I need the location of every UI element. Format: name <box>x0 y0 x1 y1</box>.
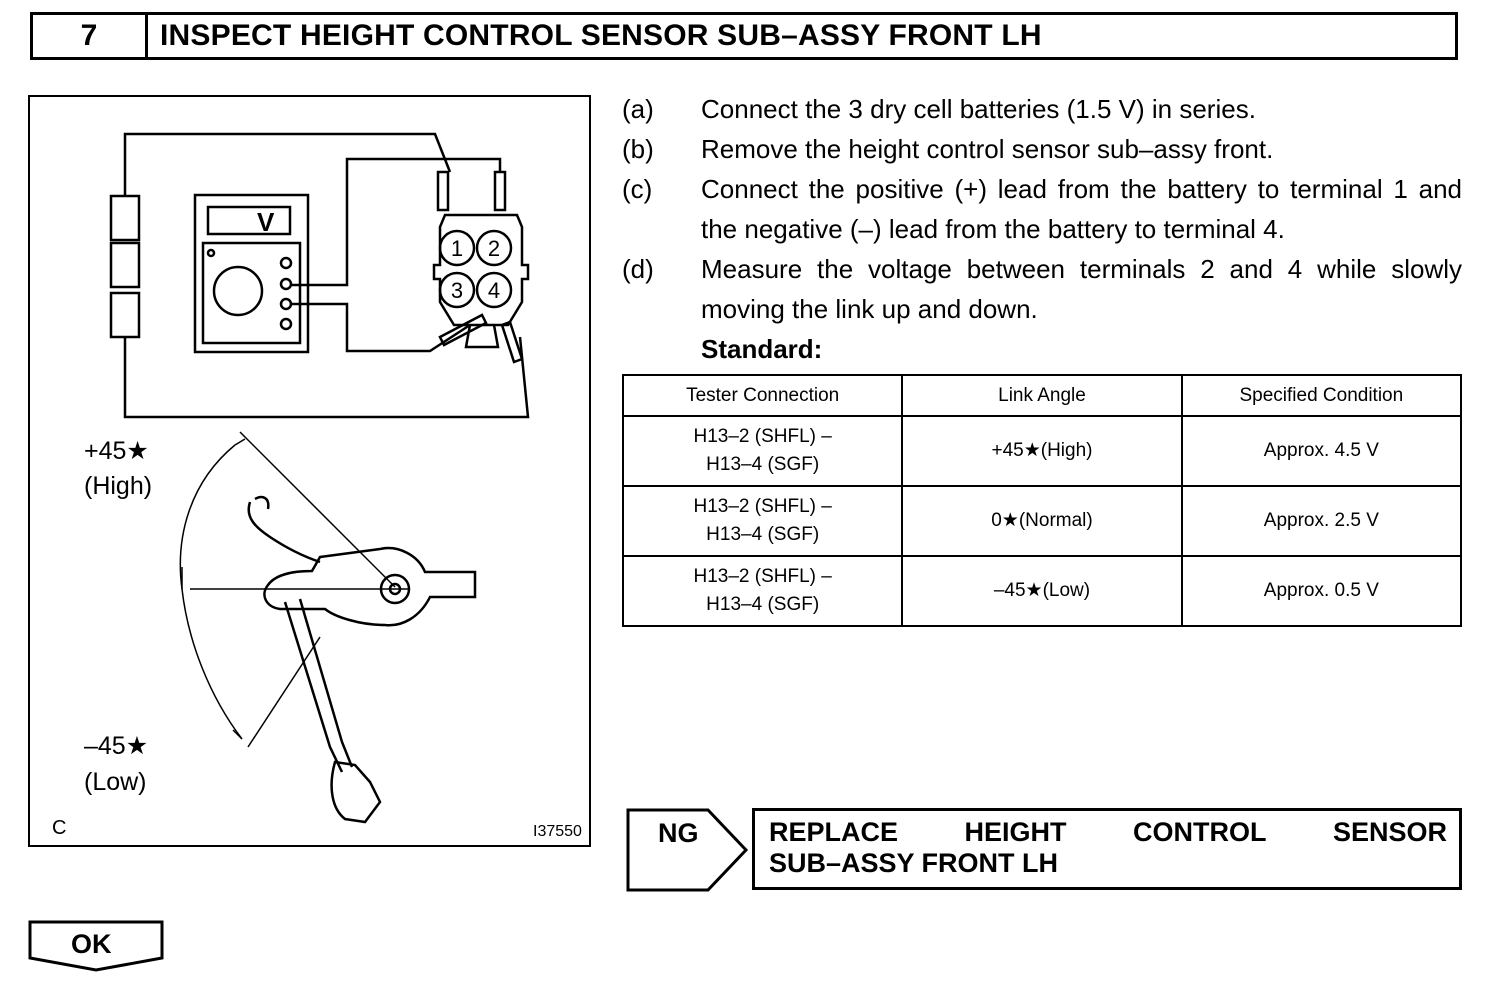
voltmeter-body <box>193 193 310 354</box>
wiring-diagram: V 1 2 3 4 <box>109 132 530 824</box>
tester-connection-cell: H13–2 (SHFL) – H13–4 (SGF) <box>621 555 904 627</box>
connection-line: H13–2 (SHFL) – <box>693 566 832 587</box>
result-word: HEIGHT <box>964 817 1067 847</box>
connection-line: H13–2 (SHFL) – <box>693 426 832 447</box>
voltmeter-dial <box>212 265 264 317</box>
instruction-d: (d) Measure the voltage between terminal… <box>622 249 1462 329</box>
figure-corner-letter: C <box>52 817 67 839</box>
instruction-c: (c) Connect the positive (+) lead from t… <box>622 169 1462 249</box>
link-angle-cell: +45★(High) <box>901 415 1183 487</box>
step-header: 7 INSPECT HEIGHT CONTROL SENSOR SUB–ASSY… <box>30 12 1458 60</box>
sensor-body <box>263 546 477 627</box>
high-angle-label: +45★ <box>84 437 149 465</box>
voltmeter-panel <box>201 241 302 345</box>
result-word: REPLACE <box>769 817 899 847</box>
meter-probe-wire-1 <box>292 157 502 287</box>
link-angle-cell: –45★(Low) <box>901 555 1183 627</box>
tester-connection-cell: H13–2 (SHFL) – H13–4 (SGF) <box>621 485 904 557</box>
low-position-label: (Low) <box>84 768 147 796</box>
angle-arc <box>179 444 243 740</box>
instruction-b: (b) Remove the height control sensor sub… <box>622 129 1462 169</box>
battery-cell-3 <box>109 291 141 339</box>
voltmeter-label: V <box>257 207 275 237</box>
connection-line: H13–4 (SGF) <box>706 524 820 545</box>
table-row: H13–2 (SHFL) – H13–4 (SGF) –45★(Low) App… <box>621 555 1463 627</box>
table-row: H13–2 (SHFL) – H13–4 (SGF) +45★(High) Ap… <box>621 415 1463 487</box>
terminal-1-label: 1 <box>451 236 463 261</box>
connection-line: H13–2 (SHFL) – <box>693 496 832 517</box>
instruction-text: Connect the 3 dry cell batteries (1.5 V)… <box>701 94 1256 124</box>
figure-id: I37550 <box>533 823 582 840</box>
ok-arrow-box <box>28 920 164 972</box>
probe-2 <box>493 170 507 212</box>
link-rod <box>283 598 354 773</box>
instruction-key: (a) <box>622 94 654 124</box>
column-header: Link Angle <box>901 374 1183 417</box>
high-position-label: (High) <box>84 472 153 500</box>
step-number: 7 <box>33 15 148 57</box>
instruction-key: (b) <box>622 134 654 164</box>
result-word: SENSOR <box>1332 817 1447 847</box>
instruction-key: (c) <box>622 174 653 204</box>
instruction-text: Connect the positive (+) lead from the b… <box>701 174 1462 244</box>
instruction-text: Measure the voltage between terminals 2 … <box>701 254 1462 324</box>
sensor-lead <box>330 760 382 824</box>
instruction-list: (a) Connect the 3 dry cell batteries (1.… <box>622 89 1462 369</box>
specified-condition-cell: Approx. 2.5 V <box>1180 485 1463 557</box>
connection-line: H13–4 (SGF) <box>706 594 820 615</box>
specified-condition-cell: Approx. 4.5 V <box>1180 415 1463 487</box>
battery-positive-wire <box>123 132 452 196</box>
ok-label: OK <box>71 929 112 959</box>
ng-result-box: REPLACE HEIGHT CONTROL SENSOR SUB–ASSY F… <box>752 808 1462 890</box>
probe-1 <box>436 170 450 212</box>
inspection-figure: V 1 2 3 4 +45★ (High) –45★ (Low) C I3755… <box>28 95 591 847</box>
instruction-key: (d) <box>622 254 654 284</box>
column-header: Tester Connection <box>621 374 904 417</box>
column-header: Specified Condition <box>1180 374 1463 417</box>
standard-label: Standard: <box>701 334 823 364</box>
result-line-1: REPLACE HEIGHT CONTROL SENSOR <box>769 817 1447 848</box>
sensor-connector <box>432 213 530 327</box>
ng-label: NG <box>658 818 699 848</box>
connection-line: H13–4 (SGF) <box>706 454 820 475</box>
battery-cell-1 <box>109 194 141 242</box>
ng-arrow-box <box>626 808 749 892</box>
result-word: CONTROL <box>1133 817 1267 847</box>
step-title: INSPECT HEIGHT CONTROL SENSOR SUB–ASSY F… <box>160 19 1042 52</box>
low-angle-label: –45★ <box>84 732 149 760</box>
instruction-a: (a) Connect the 3 dry cell batteries (1.… <box>622 89 1462 129</box>
terminal-2-label: 2 <box>488 236 500 261</box>
battery-negative-wire <box>123 336 530 419</box>
result-line-2: SUB–ASSY FRONT LH <box>769 848 1059 878</box>
instruction-text: Remove the height control sensor sub–ass… <box>701 134 1274 164</box>
table-row: H13–2 (SHFL) – H13–4 (SGF) 0★(Normal) Ap… <box>621 485 1463 557</box>
battery-cell-2 <box>109 241 141 289</box>
tester-connection-cell: H13–2 (SHFL) – H13–4 (SGF) <box>621 415 904 487</box>
spec-table: Tester Connection Link Angle Specified C… <box>621 374 1463 627</box>
sensor-link-arm <box>247 501 321 564</box>
table-header-row: Tester Connection Link Angle Specified C… <box>621 374 1463 417</box>
link-angle-cell: 0★(Normal) <box>901 485 1183 557</box>
voltmeter-display <box>206 205 292 236</box>
terminal-3-label: 3 <box>451 278 463 303</box>
specified-condition-cell: Approx. 0.5 V <box>1180 555 1463 627</box>
terminal-4-label: 4 <box>488 278 500 303</box>
